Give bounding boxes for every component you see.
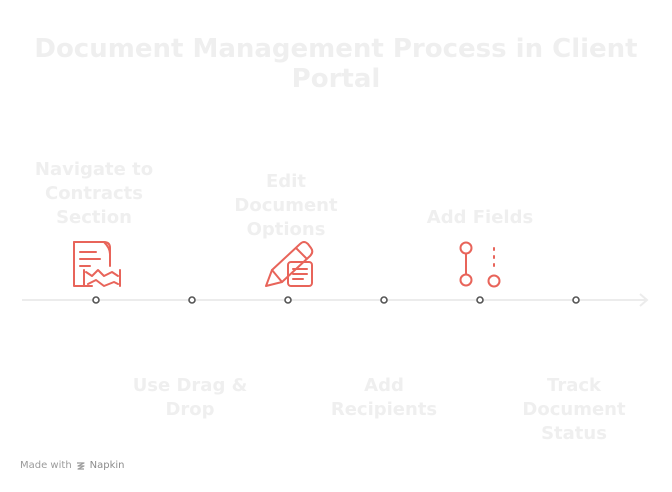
step-dot-5 <box>476 296 484 304</box>
timeline-arrowhead <box>639 293 649 307</box>
label-line: Document <box>522 399 626 420</box>
title-line-2: Portal <box>291 64 381 94</box>
step-label-edit-document: Edit Document Options <box>216 170 356 242</box>
footer-brand: Napkin <box>89 460 125 471</box>
step-label-add-recipients: Add Recipients <box>314 374 454 422</box>
contract-handshake-icon <box>73 241 121 287</box>
label-line: Status <box>541 423 607 444</box>
label-line: Contracts <box>44 183 143 204</box>
step-label-drag-drop: Use Drag & Drop <box>120 374 260 422</box>
label-line: Navigate to <box>34 159 154 180</box>
page-title: Document Management Process in Client Po… <box>0 34 672 94</box>
step-dot-2 <box>188 296 196 304</box>
label-line: Edit <box>266 171 306 192</box>
label-line: Options <box>246 219 326 240</box>
step-label-navigate-contracts: Navigate to Contracts Section <box>24 158 164 230</box>
label-line: Add <box>364 375 404 396</box>
step-dot-4 <box>380 296 388 304</box>
label-line: Drop <box>165 399 215 420</box>
step-dot-1 <box>92 296 100 304</box>
label-line: Section <box>56 207 132 228</box>
step-label-track-status: Track Document Status <box>504 374 644 446</box>
edit-document-icon <box>265 241 314 287</box>
step-dot-3 <box>284 296 292 304</box>
napkin-logo-icon <box>76 461 85 470</box>
footer-attribution: Made with Napkin <box>20 460 125 471</box>
label-line: Use Drag & <box>132 375 248 396</box>
label-line: Track <box>547 375 601 396</box>
pull-request-icon <box>459 241 501 288</box>
label-line: Document <box>234 195 338 216</box>
title-line-1: Document Management Process in Client <box>34 34 638 64</box>
label-line: Add Fields <box>426 207 534 228</box>
step-label-add-fields: Add Fields <box>410 206 550 230</box>
step-dot-6 <box>572 296 580 304</box>
footer-made-with: Made with <box>20 460 72 471</box>
label-line: Recipients <box>330 399 438 420</box>
